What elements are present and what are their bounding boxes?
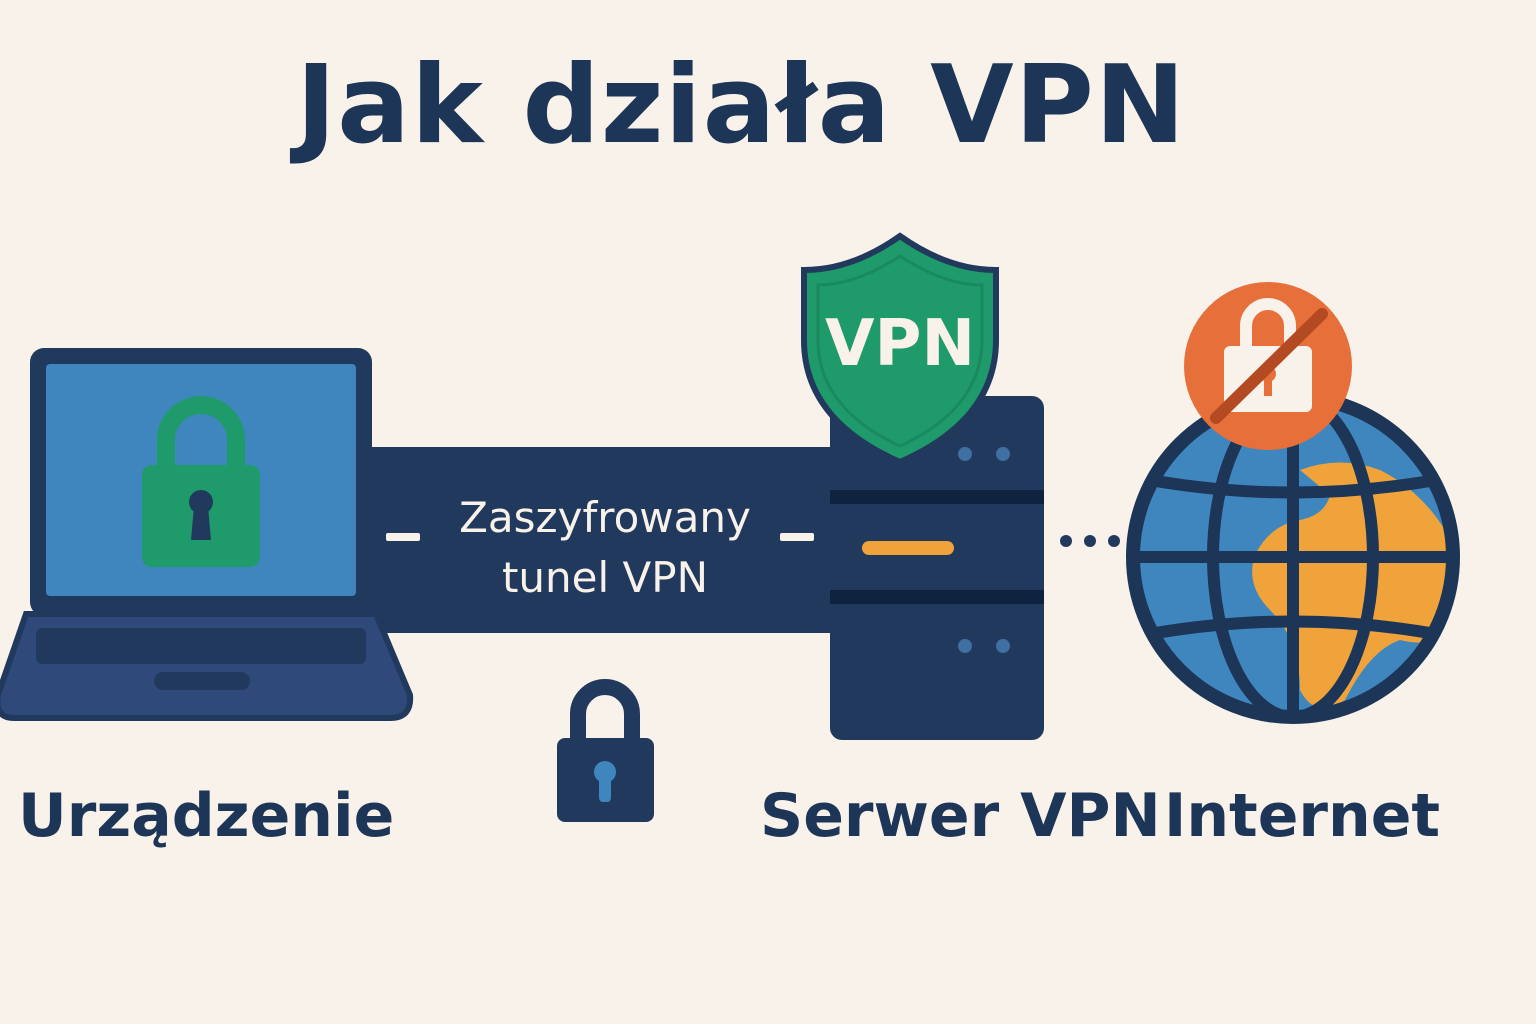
connection-dots: [1060, 535, 1120, 547]
shield-icon: VPN: [801, 232, 999, 466]
globe-icon: [1126, 390, 1460, 724]
padlock-icon: [142, 396, 260, 567]
internet-label: Internet: [1164, 781, 1441, 851]
padlock-icon: [557, 679, 654, 822]
device-label: Urządzenie: [18, 781, 395, 851]
tunnel-label: Zaszyfrowany tunel VPN: [420, 488, 790, 608]
shield-vpn-text: VPN: [825, 307, 975, 381]
server-label: Serwer VPN: [760, 781, 1161, 851]
tunnel-label-line2: tunel VPN: [501, 553, 709, 602]
no-lock-icon: [1184, 282, 1352, 450]
vpn-tunnel: [360, 447, 840, 633]
server-icon: [830, 396, 1044, 740]
tunnel-label-line1: Zaszyfrowany: [459, 493, 751, 542]
page-title: Jak działa VPN: [296, 43, 1187, 168]
